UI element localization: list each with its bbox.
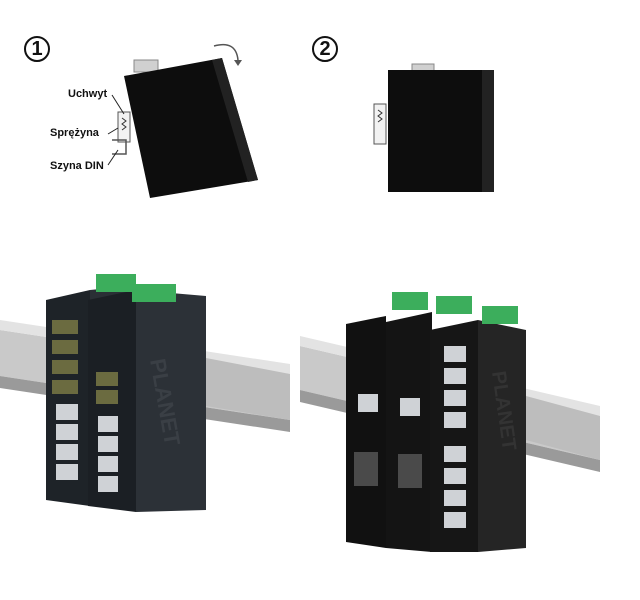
step-1-device xyxy=(124,43,258,198)
label-din-rail: Szyna DIN xyxy=(50,160,104,172)
label-spring: Sprężyna xyxy=(50,127,99,139)
step-2-device xyxy=(373,63,494,192)
label-bracket: Uchwyt xyxy=(68,88,108,100)
photo-left-switches: PLANET xyxy=(0,274,290,512)
step-2-number: 2 xyxy=(312,36,338,62)
step-1-number: 1 xyxy=(24,36,50,62)
photo-right-switches: PLANET xyxy=(300,292,600,552)
step-1-clip-detail xyxy=(107,94,131,166)
rotate-arrow-icon xyxy=(213,43,239,61)
